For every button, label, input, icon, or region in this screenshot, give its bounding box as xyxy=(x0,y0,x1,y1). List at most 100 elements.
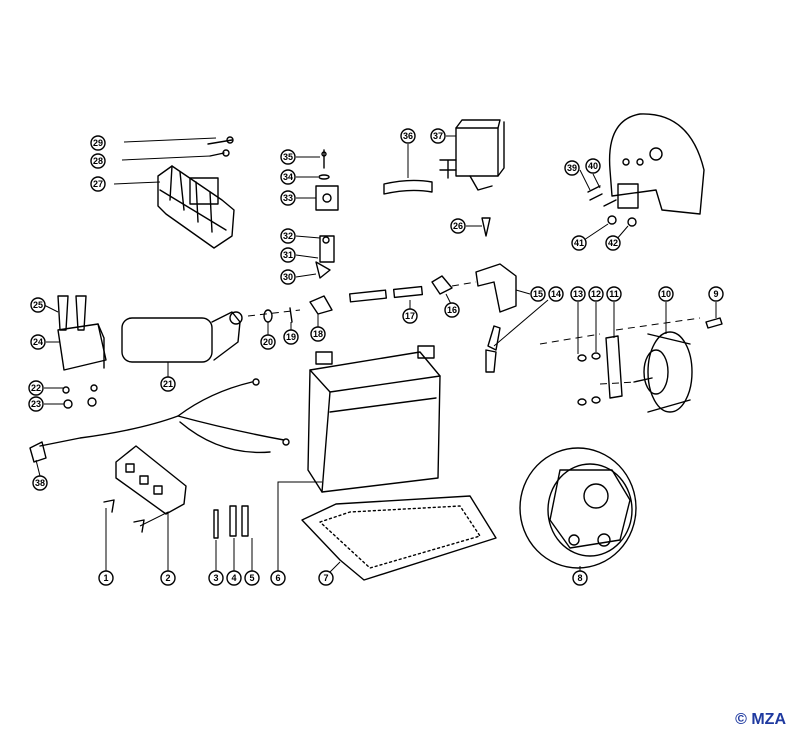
svg-text:7: 7 xyxy=(323,573,328,583)
svg-text:25: 25 xyxy=(33,300,43,310)
callout-14: 14 xyxy=(548,286,564,302)
svg-text:10: 10 xyxy=(661,289,671,299)
callout-25: 25 xyxy=(30,297,46,313)
wiring-harness-drawing xyxy=(29,378,290,463)
tube-drawing xyxy=(348,285,424,303)
bolt-drawing xyxy=(705,317,723,329)
callout-33: 33 xyxy=(280,190,296,206)
copyright-label: © MZA xyxy=(735,711,786,728)
svg-text:27: 27 xyxy=(93,179,103,189)
svg-text:5: 5 xyxy=(249,573,254,583)
callout-30: 30 xyxy=(280,269,296,285)
callout-27: 27 xyxy=(90,176,106,192)
spark-plug-drawing xyxy=(485,325,501,373)
callout-4: 4 xyxy=(226,570,242,586)
callout-24: 24 xyxy=(30,334,46,350)
terminal-drawing xyxy=(431,275,453,295)
callout-28: 28 xyxy=(90,153,106,169)
svg-text:41: 41 xyxy=(574,238,584,248)
callout-19: 19 xyxy=(283,329,299,345)
battery-drawing xyxy=(307,345,441,493)
callout-34: 34 xyxy=(280,169,296,185)
washer-pair-drawing xyxy=(577,352,601,406)
svg-text:1: 1 xyxy=(103,573,108,583)
callout-5: 5 xyxy=(244,570,260,586)
svg-text:4: 4 xyxy=(231,573,236,583)
svg-text:28: 28 xyxy=(93,156,103,166)
callout-22: 22 xyxy=(28,380,44,396)
screw-pair-drawing xyxy=(103,499,145,533)
clamp-drawing xyxy=(315,235,335,279)
svg-text:13: 13 xyxy=(573,289,583,299)
callout-40: 40 xyxy=(585,158,601,174)
callout-23: 23 xyxy=(28,396,44,412)
svg-text:8: 8 xyxy=(577,573,582,583)
relay-drawing xyxy=(439,119,505,191)
svg-text:35: 35 xyxy=(283,152,293,162)
callout-17: 17 xyxy=(402,308,418,324)
svg-text:18: 18 xyxy=(313,329,323,339)
callout-8: 8 xyxy=(572,570,588,586)
callout-42: 42 xyxy=(605,235,621,251)
alternator-drawing xyxy=(519,447,637,569)
svg-text:2: 2 xyxy=(165,573,170,583)
bolt-pair-drawing xyxy=(57,295,87,331)
horn-drawing xyxy=(633,331,693,413)
callout-26: 26 xyxy=(450,218,466,234)
connector-drawing xyxy=(481,217,491,237)
svg-text:29: 29 xyxy=(93,138,103,148)
callout-11: 11 xyxy=(606,286,622,302)
svg-text:38: 38 xyxy=(35,478,45,488)
strap-drawing xyxy=(383,179,433,195)
svg-text:30: 30 xyxy=(283,272,293,282)
callout-38: 38 xyxy=(32,475,48,491)
callout-10: 10 xyxy=(658,286,674,302)
svg-text:33: 33 xyxy=(283,193,293,203)
callout-37: 37 xyxy=(430,128,446,144)
svg-text:17: 17 xyxy=(405,311,415,321)
svg-text:31: 31 xyxy=(283,250,293,260)
svg-text:23: 23 xyxy=(31,399,41,409)
svg-text:39: 39 xyxy=(567,163,577,173)
screw-drawing xyxy=(207,136,234,157)
callout-1: 1 xyxy=(98,570,114,586)
plug-cap-drawing xyxy=(475,263,517,313)
svg-text:20: 20 xyxy=(263,337,273,347)
callout-7: 7 xyxy=(318,570,334,586)
fuse-set-drawing xyxy=(213,505,249,539)
svg-text:9: 9 xyxy=(713,289,718,299)
callout-29: 29 xyxy=(90,135,106,151)
svg-text:40: 40 xyxy=(588,161,598,171)
svg-text:6: 6 xyxy=(275,573,280,583)
coil-bracket-drawing xyxy=(57,323,107,409)
svg-text:24: 24 xyxy=(33,337,43,347)
boot-drawing xyxy=(309,295,333,315)
mount-block-drawing xyxy=(315,149,339,211)
horn-bracket-drawing xyxy=(605,335,623,399)
clip-drawing xyxy=(289,307,293,323)
svg-text:36: 36 xyxy=(403,131,413,141)
callout-15: 15 xyxy=(530,286,546,302)
svg-text:19: 19 xyxy=(286,332,296,342)
regulator-bracket-drawing xyxy=(157,165,235,249)
callout-36: 36 xyxy=(400,128,416,144)
callout-3: 3 xyxy=(208,570,224,586)
callout-9: 9 xyxy=(708,286,724,302)
callout-35: 35 xyxy=(280,149,296,165)
svg-text:34: 34 xyxy=(283,172,293,182)
callout-16: 16 xyxy=(444,302,460,318)
callout-31: 31 xyxy=(280,247,296,263)
svg-text:14: 14 xyxy=(551,289,561,299)
callout-2: 2 xyxy=(160,570,176,586)
callout-21: 21 xyxy=(160,376,176,392)
svg-text:37: 37 xyxy=(433,131,443,141)
callout-39: 39 xyxy=(564,160,580,176)
callout-18: 18 xyxy=(310,326,326,342)
svg-text:15: 15 xyxy=(533,289,543,299)
svg-text:16: 16 xyxy=(447,305,457,315)
ignition-coil-drawing xyxy=(121,311,243,363)
callout-20: 20 xyxy=(260,334,276,350)
callout-12: 12 xyxy=(588,286,604,302)
horn-cover-drawing xyxy=(587,113,705,227)
